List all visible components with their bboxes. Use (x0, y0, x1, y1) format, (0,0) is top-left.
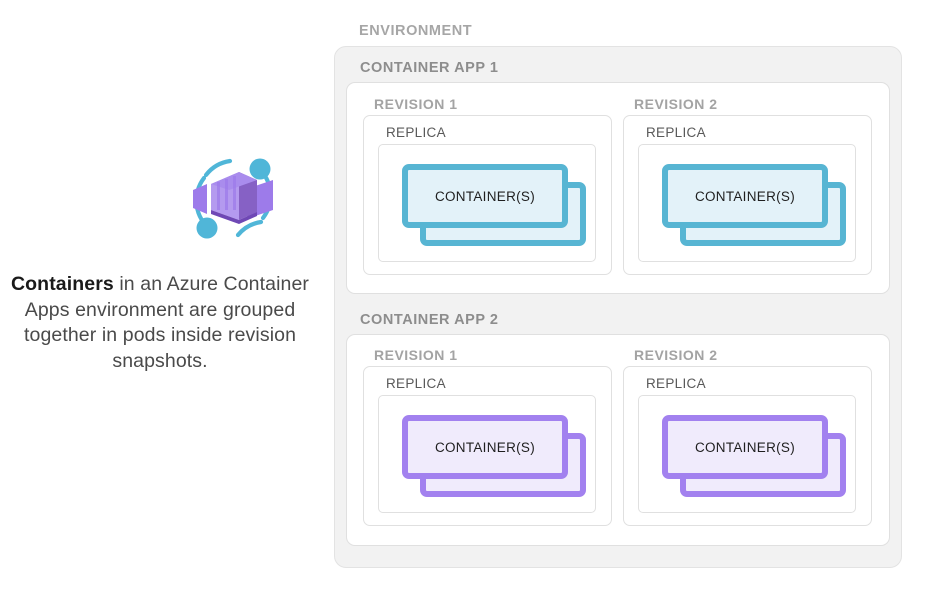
app2-revision-2-replica-label: REPLICA (646, 376, 706, 391)
container-card-front: CONTAINER(S) (402, 415, 568, 479)
container-card-front: CONTAINER(S) (402, 164, 568, 228)
container-card-label: CONTAINER(S) (694, 188, 796, 204)
environment-label: ENVIRONMENT (359, 23, 473, 39)
app2-revision-2-container-stack: CONTAINER(S) (662, 415, 846, 497)
app1-revision-1-container-stack: CONTAINER(S) (402, 164, 586, 246)
azure-container-apps-logo-icon (183, 148, 283, 248)
app1-revision-2-label: REVISION 2 (634, 96, 718, 112)
explanation-panel: Containers in an Azure Container Apps en… (0, 0, 320, 593)
container-app-1-label: CONTAINER APP 1 (360, 60, 499, 76)
app2-revision-1-replica-label: REPLICA (386, 376, 446, 391)
app1-revision-1-label: REVISION 1 (374, 96, 458, 112)
caption-text: Containers in an Azure Container Apps en… (10, 272, 310, 374)
app1-revision-1-replica-label: REPLICA (386, 125, 446, 140)
caption-bold: Containers (10, 273, 114, 295)
container-card-front: CONTAINER(S) (662, 164, 828, 228)
container-card-label: CONTAINER(S) (694, 439, 796, 455)
container-card-label: CONTAINER(S) (434, 188, 536, 204)
app1-revision-2-replica-label: REPLICA (646, 125, 706, 140)
caption-rest: in an Azure Container Apps environment a… (23, 273, 309, 372)
app2-revision-1-container-stack: CONTAINER(S) (402, 415, 586, 497)
container-card-front: CONTAINER(S) (662, 415, 828, 479)
app2-revision-2-label: REVISION 2 (634, 347, 718, 363)
container-card-label: CONTAINER(S) (434, 439, 536, 455)
app1-revision-2-container-stack: CONTAINER(S) (662, 164, 846, 246)
app2-revision-1-label: REVISION 1 (374, 347, 458, 363)
container-app-2-label: CONTAINER APP 2 (360, 312, 499, 328)
